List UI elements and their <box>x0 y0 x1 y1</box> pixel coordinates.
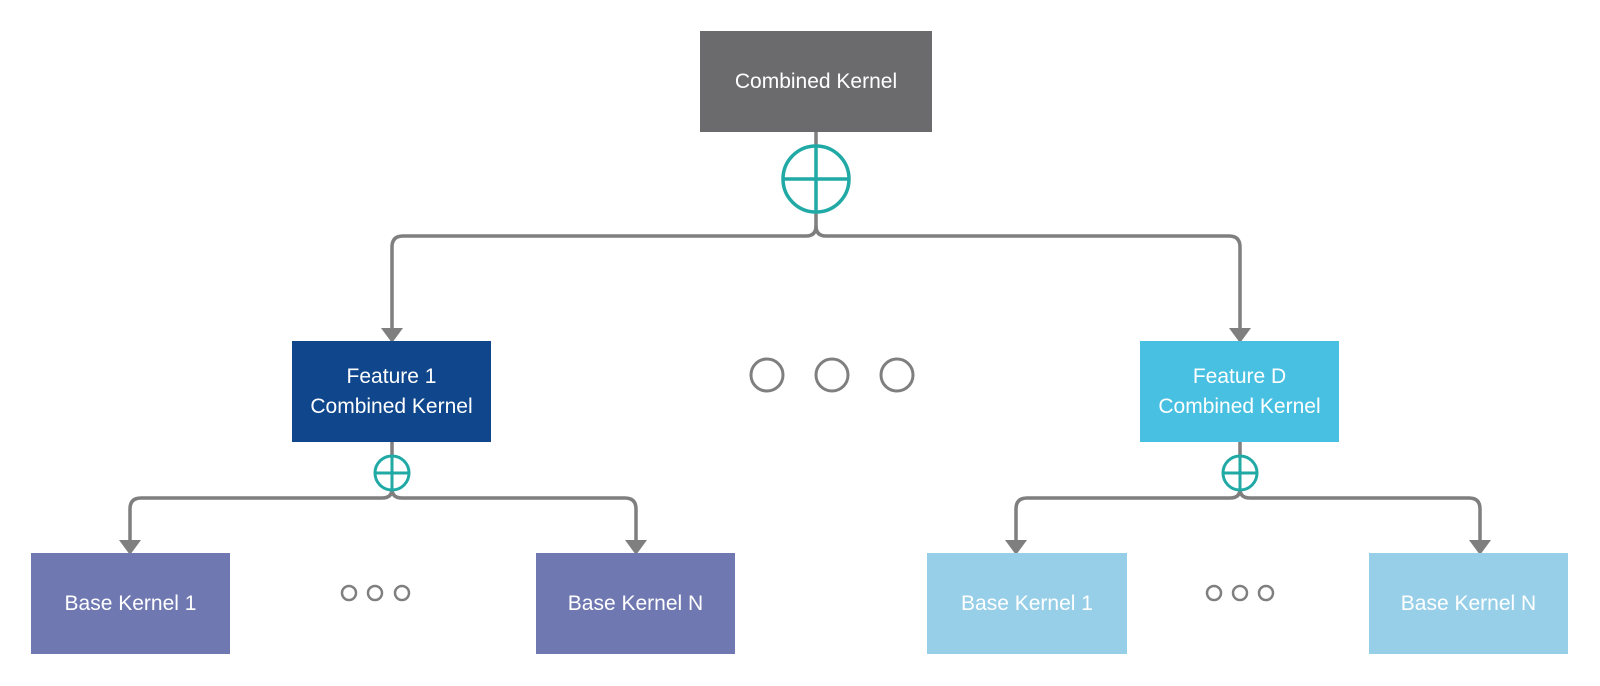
arrowhead-feature-d-base-1 <box>1005 540 1027 555</box>
feature-d-base-kernel-1-node: Base Kernel 1 <box>927 553 1127 654</box>
arrowhead-feature-1 <box>381 328 403 343</box>
node-label: Base Kernel 1 <box>64 591 197 615</box>
feature-d-base-kernel-n-node: Base Kernel N <box>1369 553 1568 654</box>
direct-sum-icon <box>373 454 411 492</box>
feature-1-base-kernel-n-node: Base Kernel N <box>536 553 735 654</box>
connector-root-to-feature-d <box>814 225 1242 332</box>
ellipsis-icon <box>340 584 411 602</box>
node-label: Feature D Combined Kernel <box>1158 364 1321 418</box>
node-label: Base Kernel 1 <box>961 591 1093 615</box>
node-label: Base Kernel N <box>1400 591 1537 615</box>
ellipsis-icon <box>1205 584 1275 602</box>
connector-root-to-feature-1 <box>390 225 818 332</box>
node-label: Feature 1 Combined Kernel <box>310 364 473 418</box>
root-combined-kernel-node: Combined Kernel <box>700 31 932 132</box>
arrowhead-feature-d-base-n <box>1469 540 1491 555</box>
connector-feature-1-to-base-n <box>390 488 638 545</box>
feature-d-combined-kernel-node: Feature D Combined Kernel <box>1140 341 1339 442</box>
arrowhead-feature-d <box>1229 328 1251 343</box>
connector-feature-d-to-base-n <box>1238 488 1482 545</box>
feature-1-base-kernel-1-node: Base Kernel 1 <box>31 553 230 654</box>
direct-sum-icon <box>781 144 851 214</box>
node-label: Base Kernel N <box>567 591 704 615</box>
arrowhead-feature-1-base-n <box>625 540 647 555</box>
connector-feature-1-to-base-1 <box>128 488 394 545</box>
direct-sum-icon <box>1221 454 1259 492</box>
feature-1-combined-kernel-node: Feature 1 Combined Kernel <box>292 341 491 442</box>
connector-feature-d-to-base-1 <box>1014 488 1242 545</box>
arrowhead-feature-1-base-1 <box>119 540 141 555</box>
ellipsis-icon <box>749 357 915 393</box>
node-label: Combined Kernel <box>734 69 898 93</box>
